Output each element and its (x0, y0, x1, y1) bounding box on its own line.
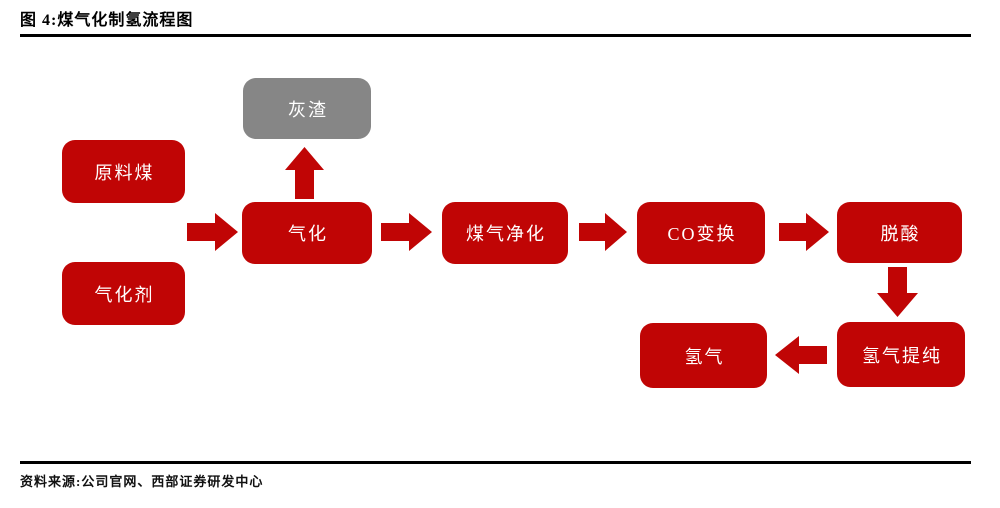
top-rule (20, 34, 971, 37)
node-co-shift: CO变换 (637, 202, 765, 264)
arrow-left-icon (775, 336, 827, 374)
node-h2-purification: 氢气提纯 (837, 322, 965, 387)
node-gas-purification: 煤气净化 (442, 202, 568, 264)
arrow-up-icon (285, 147, 324, 199)
arrow-right-icon (187, 213, 238, 251)
arrow-right-icon (779, 213, 829, 251)
node-hydrogen: 氢气 (640, 323, 767, 388)
source-note: 资料来源:公司官网、西部证券研发中心 (20, 474, 264, 489)
node-gasification: 气化 (242, 202, 372, 264)
node-raw-coal: 原料煤 (62, 140, 185, 203)
figure-title: 图 4:煤气化制氢流程图 (20, 12, 194, 29)
arrow-down-icon (877, 267, 918, 317)
node-gasifying-agent: 气化剂 (62, 262, 185, 325)
arrow-right-icon (381, 213, 432, 251)
node-ash: 灰渣 (243, 78, 371, 139)
bottom-rule (20, 461, 971, 464)
arrow-right-icon (579, 213, 627, 251)
node-deacidification: 脱酸 (837, 202, 962, 263)
